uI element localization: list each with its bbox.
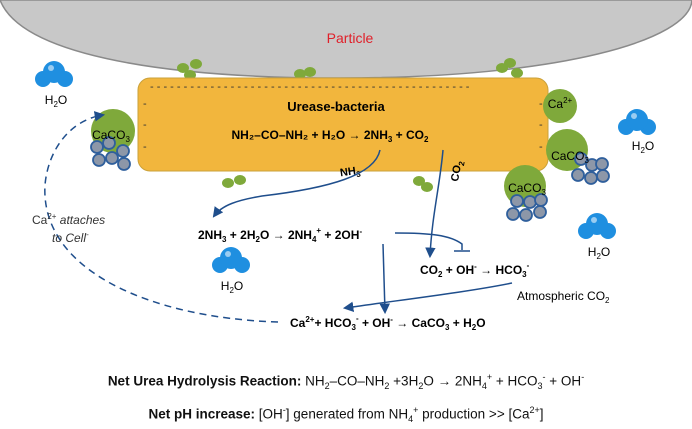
- equation-bicarbonate: CO2 + OH- → HCO3-: [420, 261, 530, 279]
- attach-text-line1: Ca2+ attaches: [32, 212, 105, 227]
- urease-bacterium: [137, 77, 549, 172]
- co2-label: CO2: [449, 159, 467, 183]
- atmospheric-co2-label: Atmospheric CO2: [517, 289, 610, 305]
- svg-text:- - - - - - - - - - - - - - -: - - - - - - - - - - - - - - - - - - - - …: [150, 81, 470, 93]
- svg-text:-: -: [143, 119, 147, 131]
- svg-text:H2O: H2O: [221, 279, 243, 295]
- calcite-cluster-icon: CaCO3: [546, 129, 610, 185]
- dashed-arrow-icon: [44, 111, 279, 323]
- particle-label: Particle: [327, 30, 374, 46]
- svg-text:CaCO3: CaCO3: [551, 149, 589, 165]
- main-reaction: NH₂–CO–NH₂ + H₂O → 2NH3 + CO2: [232, 128, 430, 144]
- svg-text:CaCO3: CaCO3: [508, 181, 546, 197]
- net-urea-reaction: Net Urea Hydrolysis Reaction: NH2–CO–NH2…: [107, 372, 585, 392]
- calcite-cluster-icon: CaCO3: [504, 165, 548, 222]
- green-particle-icon: [222, 175, 433, 192]
- calcium-ion-icon: Ca2+: [543, 89, 577, 123]
- attach-text-line2: to Cell-: [52, 230, 89, 245]
- svg-text:-: -: [143, 141, 147, 153]
- cell-charge-marks: - - - - - - - - - - - - - - - - - - - - …: [143, 81, 543, 153]
- svg-text:Ca2+: Ca2+: [548, 96, 573, 111]
- net-ph-increase: Net pH increase: [OH-] generated from NH…: [148, 405, 544, 425]
- bacteria-label: Urease-bacteria: [287, 99, 385, 114]
- water-molecule-icon: H2O: [212, 247, 250, 295]
- equation-ammonia: 2NH3 + 2H2O → 2NH4+ + 2OH-: [198, 226, 362, 244]
- svg-text:H2O: H2O: [588, 245, 610, 261]
- svg-text:CaCO3: CaCO3: [92, 128, 130, 144]
- svg-text:-: -: [143, 98, 147, 110]
- svg-text:-: -: [539, 119, 543, 131]
- svg-text:-: -: [539, 141, 543, 153]
- water-molecule-icon: H2O: [35, 61, 73, 109]
- svg-text:H2O: H2O: [632, 139, 654, 155]
- calcite-cluster-icon: CaCO3: [90, 109, 135, 171]
- svg-text:H2O: H2O: [45, 93, 67, 109]
- reaction-arrow-icon: [212, 149, 513, 315]
- water-molecule-icon: H2O: [618, 109, 656, 155]
- water-molecule-icon: H2O: [578, 213, 616, 261]
- svg-text:-: -: [539, 98, 543, 110]
- equation-precipitation: Ca2++ HCO3- + OH- → CaCO3 + H2O: [290, 314, 486, 332]
